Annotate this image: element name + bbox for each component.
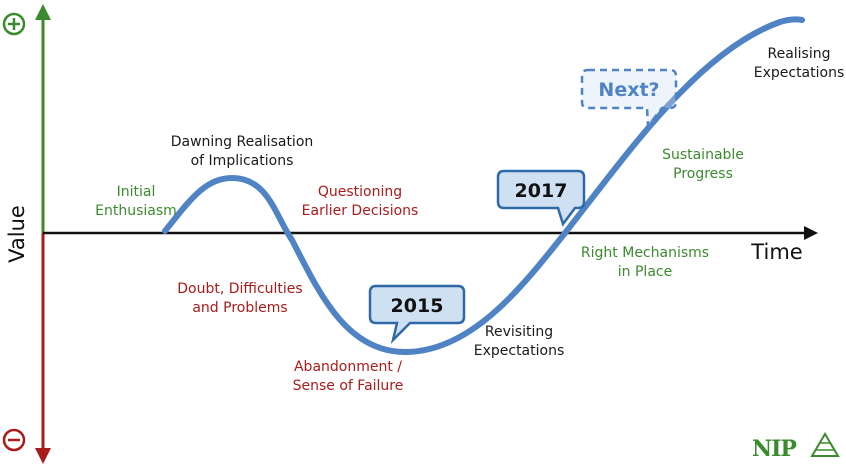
stage-label-line: Sense of Failure	[293, 378, 404, 394]
callout-2015: 2015	[368, 284, 466, 344]
stage-label-line: in Place	[618, 264, 672, 280]
callout-label: 2015	[391, 295, 444, 317]
stage-label-line: Expectations	[754, 65, 845, 81]
stage-label-line: Revisiting	[485, 324, 553, 340]
stage-label-line: and Problems	[192, 300, 287, 316]
pyramid-icon	[810, 432, 840, 457]
stage-label-line: Sustainable	[662, 147, 744, 163]
logo-text: NIP	[752, 436, 796, 462]
y-axis-label: Value	[5, 205, 29, 263]
stage-label: Dawning Realisation of Implications	[171, 134, 314, 169]
x-axis-arrow	[804, 226, 818, 240]
plus-icon	[2, 12, 26, 36]
stage-label-line: Initial	[117, 184, 156, 200]
callout-label: 2017	[515, 180, 568, 202]
callout-2017: 2017	[496, 169, 586, 227]
y-axis-up-arrow	[35, 4, 51, 20]
callout-next: Next?	[580, 68, 678, 130]
stage-label: Right Mechanisms in Place	[581, 245, 709, 280]
minus-icon	[2, 428, 26, 452]
nip-logo: NIP	[752, 432, 840, 462]
x-axis-label: Time	[750, 240, 802, 264]
y-axis-down-arrow	[35, 448, 51, 464]
stage-label: Doubt, Difficulties and Problems	[177, 281, 302, 316]
stage-label-line: Realising	[767, 46, 830, 62]
callout-label: Next?	[598, 79, 659, 101]
stage-label-line: Enthusiasm	[95, 203, 177, 219]
stage-label-line: of Implications	[191, 153, 294, 169]
stage-label-line: Progress	[673, 166, 733, 182]
change-curve	[162, 16, 805, 356]
stage-label-line: Expectations	[474, 343, 565, 359]
stage-label-line: Questioning	[318, 184, 402, 200]
stage-label-line: Abandonment /	[294, 359, 402, 375]
stage-label-line: Doubt, Difficulties	[177, 281, 302, 297]
stage-label: Abandonment / Sense of Failure	[293, 359, 404, 394]
stage-label-line: Right Mechanisms	[581, 245, 709, 261]
stage-label-line: Earlier Decisions	[302, 203, 419, 219]
stage-label-line: Dawning Realisation	[171, 134, 314, 150]
